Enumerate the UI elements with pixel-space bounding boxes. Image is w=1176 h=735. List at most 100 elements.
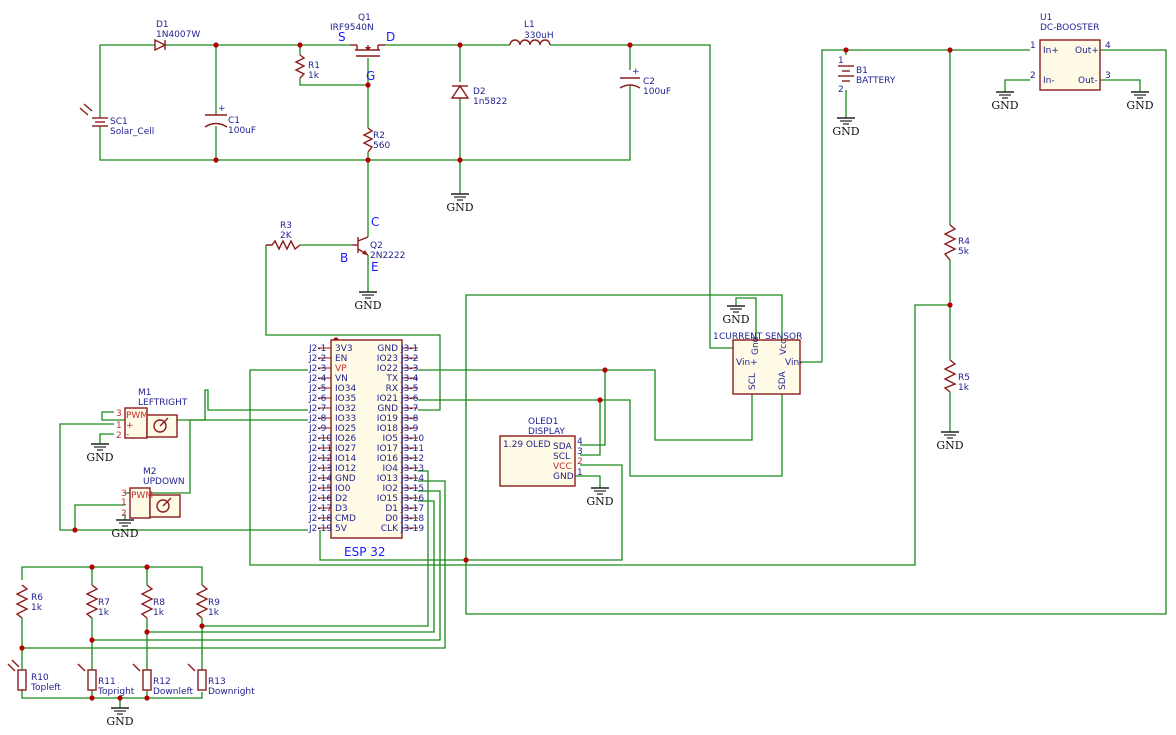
svg-text:2: 2	[577, 457, 583, 467]
svg-text:1: 1	[116, 421, 122, 431]
r11-ref: R11	[98, 677, 116, 687]
wires	[21, 44, 1167, 708]
svg-text:IO13: IO13	[377, 474, 398, 484]
svg-text:2: 2	[121, 509, 127, 519]
svg-text:Vin+: Vin+	[736, 358, 758, 368]
svg-text:EN: EN	[335, 354, 347, 364]
dc-booster-u1: U1 DC-BOOSTER In+ In- Out+ Out- 1 2 4 3	[1030, 13, 1111, 91]
svg-text:SCL: SCL	[553, 452, 570, 462]
svg-text:J2-1: J2-1	[308, 344, 326, 354]
svg-text:GND: GND	[722, 313, 749, 326]
svg-text:IO15: IO15	[377, 494, 398, 504]
c2-ref: C2	[643, 77, 655, 87]
svg-text:IO17: IO17	[377, 444, 398, 454]
q1-source-label: S	[338, 30, 346, 44]
svg-text:J2-6: J2-6	[308, 394, 327, 404]
svg-text:RX: RX	[386, 384, 398, 394]
svg-text:IO18: IO18	[377, 424, 398, 434]
r9-ref: R9	[208, 598, 220, 608]
svg-text:+: +	[632, 67, 640, 77]
diode-d2: D2 1n5822	[450, 84, 507, 107]
svg-text:J2-9: J2-9	[308, 424, 327, 434]
svg-text:J2-8: J2-8	[308, 414, 327, 424]
ground-symbol: GND	[446, 193, 474, 214]
ground-symbol: GND	[106, 707, 134, 728]
svg-text:GND: GND	[335, 474, 356, 484]
r8-ref: R8	[153, 598, 165, 608]
svg-text:SCL: SCL	[748, 373, 758, 390]
r12-value: Downleft	[153, 687, 194, 697]
r1-ref: R1	[308, 61, 320, 71]
svg-text:J3-19: J3-19	[400, 524, 424, 534]
esp32-pin-j2-7: J2-7 IO32	[308, 404, 356, 414]
svg-text:VP: VP	[335, 364, 347, 374]
svg-text:J2-19: J2-19	[308, 524, 332, 534]
svg-text:GND: GND	[446, 201, 473, 214]
svg-text:Vcc: Vcc	[779, 339, 789, 355]
svg-text:PWM: PWM	[131, 491, 153, 501]
solar-cell-sc1: SC1 Solar_Cell	[79, 103, 154, 137]
svg-text:J2-3: J2-3	[308, 364, 326, 374]
svg-text:IO19: IO19	[377, 414, 398, 424]
svg-text:2: 2	[838, 85, 844, 95]
resistor-r4: R4 5k	[943, 224, 970, 261]
resistor-r1: R1 1k	[294, 54, 320, 81]
capacitor-c1: + C1 100uF	[204, 104, 256, 136]
ground-symbol: GND	[832, 117, 860, 138]
svg-text:J2-16: J2-16	[308, 494, 332, 504]
r6-ref: R6	[31, 593, 43, 603]
r4-value: 5k	[958, 247, 970, 257]
r1-value: 1k	[308, 71, 320, 81]
svg-text:GND: GND	[111, 527, 138, 540]
svg-text:IO23: IO23	[377, 354, 398, 364]
transistor-q2: Q2 2N2222 C B E	[340, 215, 405, 274]
svg-text:IO33: IO33	[335, 414, 356, 424]
r5-value: 1k	[958, 383, 970, 393]
r8-value: 1k	[153, 608, 165, 618]
svg-text:IO32: IO32	[335, 404, 356, 414]
esp32-right-pins: J3-1GNDJ3-2IO23J3-3IO22J3-4TXJ3-5RXJ3-6I…	[377, 344, 425, 534]
u1-ref: U1	[1040, 13, 1052, 23]
d1-value: 1N4007W	[156, 30, 200, 40]
svg-text:GND: GND	[86, 451, 113, 464]
l1-value: 330uH	[524, 31, 554, 41]
current-sensor: 1 CURRENT SENSOR Vin+ Vin- Gnd Vcc SCL S…	[713, 332, 802, 395]
svg-text:J2-17: J2-17	[308, 504, 332, 514]
ldr-r11: R11 Topright	[77, 663, 135, 697]
svg-text:J3-16: J3-16	[400, 494, 424, 504]
svg-text:IO0: IO0	[335, 484, 351, 494]
ground-symbol: GND	[936, 431, 964, 452]
svg-text:VN: VN	[335, 374, 348, 384]
svg-text:1: 1	[577, 468, 583, 478]
svg-text:J2-2: J2-2	[308, 354, 326, 364]
svg-text:3: 3	[121, 489, 127, 499]
svg-text:GND: GND	[586, 495, 613, 508]
r13-ref: R13	[208, 677, 226, 687]
svg-text:4: 4	[1105, 41, 1111, 51]
svg-text:CLK: CLK	[381, 524, 399, 534]
q2-base-label: B	[340, 251, 348, 265]
svg-text:4: 4	[577, 437, 583, 447]
d2-value: 1n5822	[473, 97, 507, 107]
svg-text:J3-10: J3-10	[400, 434, 424, 444]
svg-text:J3-17: J3-17	[400, 504, 424, 514]
c2-value: 100uF	[643, 87, 671, 97]
svg-text:1: 1	[1030, 41, 1036, 51]
svg-text:J2-7: J2-7	[308, 404, 326, 414]
m2-value: UPDOWN	[143, 477, 185, 487]
svg-text:J3-15: J3-15	[400, 484, 424, 494]
svg-text:J3-9: J3-9	[400, 424, 419, 434]
